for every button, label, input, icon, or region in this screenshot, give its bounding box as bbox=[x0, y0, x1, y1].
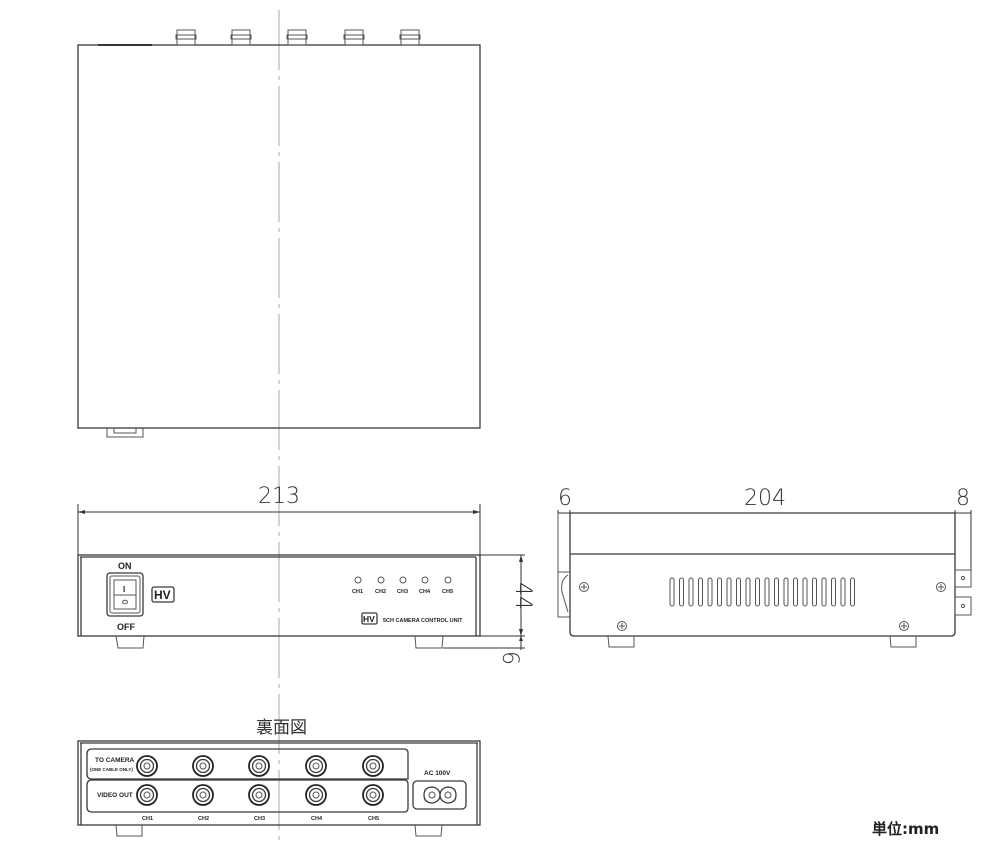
dim-foot-label: 6 bbox=[497, 651, 522, 665]
hv-logo: HV bbox=[154, 588, 171, 602]
dim-width-label: 213 bbox=[258, 484, 300, 509]
switch-o-mark bbox=[122, 599, 128, 605]
side-rear-connector-1 bbox=[954, 569, 972, 588]
channel-leds: CH1 CH2 CH3 CH4 CH5 bbox=[352, 576, 453, 595]
led-label-ch2: CH2 bbox=[375, 589, 386, 595]
top-connector-1 bbox=[175, 29, 197, 46]
dim-side-rear-label: 8 bbox=[956, 486, 970, 511]
switch-on-label: ON bbox=[118, 561, 132, 571]
led-ch1 bbox=[354, 576, 362, 584]
bnc-to-camera-ch2 bbox=[192, 755, 214, 777]
dim-side-front-label: 6 bbox=[558, 486, 572, 511]
bnc-to-camera-ch4 bbox=[305, 755, 327, 777]
to-camera-sublabel: (ONE CABLE ONLY) bbox=[90, 767, 133, 772]
bnc-video-out-ch4 bbox=[305, 784, 327, 806]
ac-inlet-frame bbox=[412, 780, 467, 810]
dim-height-label: 44 bbox=[510, 582, 535, 610]
side-screw-1 bbox=[579, 582, 589, 592]
led-ch5 bbox=[444, 576, 452, 584]
to-camera-group bbox=[86, 748, 409, 780]
front-foot-right bbox=[414, 635, 444, 649]
side-foot-front bbox=[607, 635, 635, 648]
led-label-ch1: CH1 bbox=[352, 589, 363, 595]
side-rear-connector-2 bbox=[954, 596, 972, 616]
switch-i-label: I bbox=[123, 585, 125, 594]
rear-foot-left bbox=[115, 824, 143, 837]
led-label-ch3: CH3 bbox=[397, 589, 408, 595]
switch-off-label: OFF bbox=[117, 622, 135, 632]
bnc-to-camera-ch5 bbox=[362, 755, 384, 777]
led-ch3 bbox=[399, 576, 407, 584]
side-screw-3 bbox=[617, 621, 627, 631]
hv-small-logo-frame bbox=[361, 612, 378, 625]
hv-small-logo: HV bbox=[363, 614, 375, 624]
led-ch4 bbox=[421, 576, 429, 584]
side-screw-2 bbox=[936, 582, 946, 592]
rear-label-ch2: CH2 bbox=[198, 816, 209, 822]
side-view: 6 204 8 bbox=[557, 486, 972, 648]
side-vent-slots bbox=[669, 577, 855, 607]
side-foot-rear bbox=[889, 635, 917, 648]
bnc-to-camera bbox=[136, 755, 384, 777]
side-screw-4 bbox=[899, 621, 909, 631]
side-switch-protrusion bbox=[557, 571, 570, 618]
front-panel bbox=[77, 554, 481, 637]
rear-label-ch3: CH3 bbox=[254, 816, 265, 822]
led-ch2 bbox=[377, 576, 385, 584]
top-switch-protrusion bbox=[106, 428, 144, 438]
rear-foot-right bbox=[414, 824, 443, 837]
rear-panel bbox=[77, 740, 481, 826]
side-body bbox=[569, 512, 956, 637]
bnc-video-out bbox=[136, 784, 384, 806]
top-connector-3 bbox=[286, 29, 308, 46]
top-connector-4 bbox=[343, 29, 365, 46]
bnc-video-out-ch1 bbox=[136, 784, 158, 806]
top-view-body bbox=[77, 44, 481, 429]
rear-label-ch5: CH5 bbox=[368, 816, 379, 822]
top-connector-5 bbox=[399, 29, 421, 46]
led-label-ch4: CH4 bbox=[419, 589, 431, 595]
bnc-video-out-ch3 bbox=[248, 784, 270, 806]
ac-power-label: AC 100V bbox=[424, 770, 451, 777]
ac-inlet-icon bbox=[423, 786, 457, 804]
power-switch bbox=[106, 572, 144, 617]
bnc-to-camera-ch1 bbox=[136, 755, 158, 777]
rear-label-ch4: CH4 bbox=[311, 816, 323, 822]
to-camera-label: TO CAMERA bbox=[95, 757, 135, 764]
hv-logo-frame bbox=[151, 586, 175, 603]
top-connector-2 bbox=[230, 29, 252, 46]
front-foot-left bbox=[115, 635, 145, 649]
bnc-to-camera-ch3 bbox=[248, 755, 270, 777]
unit-label: 単位:mm bbox=[872, 820, 940, 838]
rear-view: 裏面図 TO CAMERA (ONE CABLE ONLY) VIDEO OUT bbox=[77, 717, 481, 837]
top-view bbox=[77, 29, 481, 438]
bnc-video-out-ch2 bbox=[192, 784, 214, 806]
front-view: 213 ON I OFF HV CH1 CH2 CH3 CH bbox=[77, 484, 535, 665]
rear-label-ch1: CH1 bbox=[142, 816, 153, 822]
product-name-label: 5CH CAMERA CONTROL UNIT bbox=[383, 618, 463, 624]
dim-side-depth-label: 204 bbox=[744, 486, 786, 511]
led-label-ch5: CH5 bbox=[442, 589, 453, 595]
top-connectors bbox=[175, 29, 421, 46]
video-out-label: VIDEO OUT bbox=[97, 792, 133, 799]
video-out-group bbox=[86, 779, 409, 813]
rear-view-title: 裏面図 bbox=[256, 717, 307, 738]
bnc-video-out-ch5 bbox=[362, 784, 384, 806]
